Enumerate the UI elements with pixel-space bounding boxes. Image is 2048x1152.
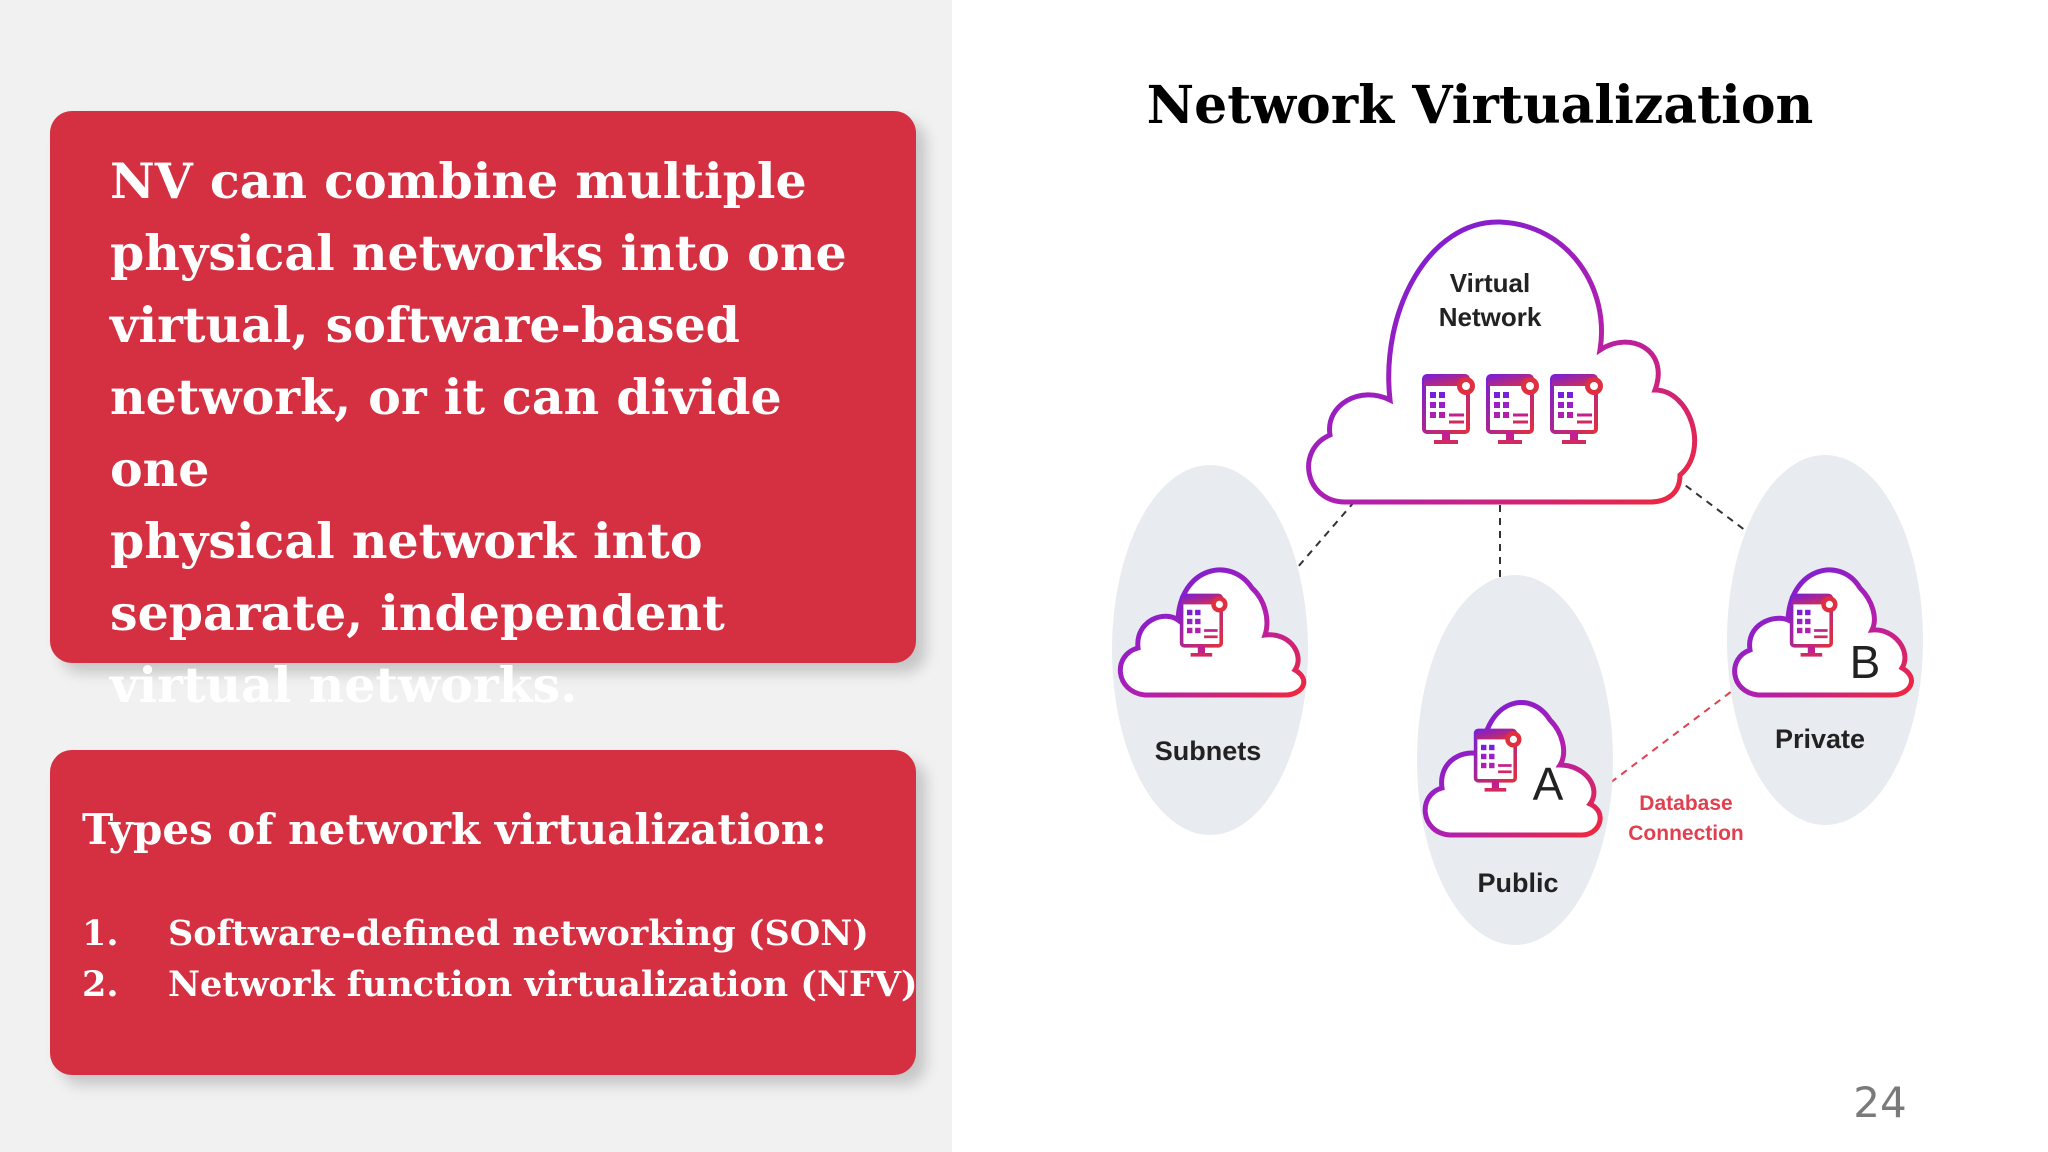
link-database-connection <box>1589 684 1741 799</box>
page-number: 24 <box>1853 1078 1907 1127</box>
type-item-label: Software-defined networking (SON) <box>168 913 869 954</box>
types-heading: Types of network virtualization: <box>82 805 827 854</box>
virtual-network-cloud <box>1306 219 1698 505</box>
type-item-label: Network function virtualization (NFV) <box>168 964 918 1005</box>
left-panel: NV can combine multiple physical network… <box>0 0 952 1152</box>
private-label: Private <box>1775 724 1865 754</box>
network-virtualization-diagram: Virtual Network Subnets A Public B Priva… <box>1112 219 1923 945</box>
type-item-number: 1. <box>82 913 119 954</box>
types-box: Types of network virtualization: 1. Soft… <box>50 750 918 1075</box>
type-item-1: 1. Software-defined networking (SON) <box>82 908 896 959</box>
database-connection-label-line2: Connection <box>1628 822 1744 845</box>
nv-description-text: NV can combine multiple physical network… <box>110 152 847 714</box>
type-item-2: 2. Network function virtualization (NFV) <box>82 959 918 1010</box>
slide-title: Network Virtualization <box>1146 75 1814 136</box>
private-letter: B <box>1850 636 1881 688</box>
nv-description-box: NV can combine multiple physical network… <box>50 111 916 714</box>
private-cloud <box>1732 567 1914 698</box>
type-item-number: 2. <box>82 964 119 1005</box>
virtual-network-label-line2: Network <box>1439 302 1542 332</box>
public-cloud <box>1422 700 1603 838</box>
public-label: Public <box>1477 868 1558 898</box>
public-letter: A <box>1533 758 1564 810</box>
subnets-cloud <box>1118 567 1307 698</box>
database-connection-label-line1: Database <box>1639 792 1732 815</box>
subnets-label: Subnets <box>1155 736 1262 766</box>
virtual-network-label-line1: Virtual <box>1450 268 1530 298</box>
